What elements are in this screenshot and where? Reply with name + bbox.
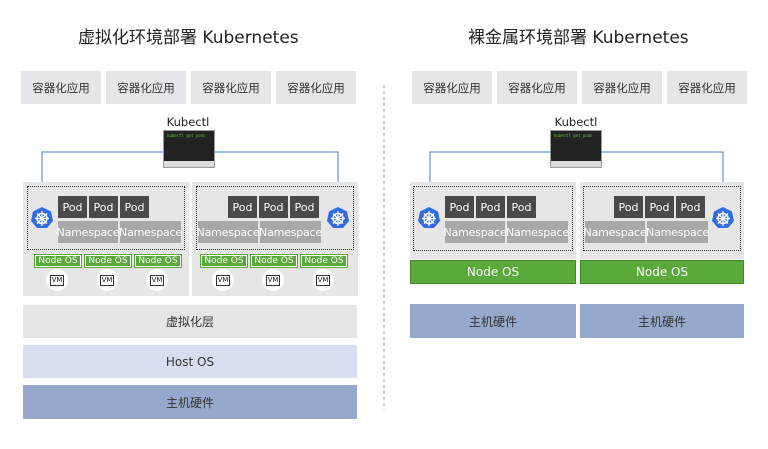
- right-terminal-text: kubectl get pods: [554, 133, 593, 138]
- host-os-layer: Host OS: [23, 345, 357, 378]
- right-app-4: 容器化应用: [667, 71, 747, 104]
- right-terminal-bar: [551, 161, 601, 167]
- namespace: Namespace: [57, 221, 120, 243]
- pod: Pod: [89, 196, 118, 218]
- vm-label: VM: [215, 274, 231, 286]
- right-app-1: 容器化应用: [412, 71, 492, 104]
- left-terminal-text: kubectl get pods: [167, 133, 206, 138]
- pod: Pod: [676, 196, 705, 218]
- right-hardware-1: 主机硬件: [410, 304, 576, 338]
- node-os-badge: Node OS: [250, 254, 298, 268]
- left-app-2: 容器化应用: [106, 71, 186, 104]
- left-app-4: 容器化应用: [276, 71, 356, 104]
- namespace: Namespace: [259, 221, 322, 243]
- node-os-badge: Node OS: [300, 254, 348, 268]
- node-os-badge: Node OS: [134, 254, 182, 268]
- node-os-badge: Node OS: [34, 254, 82, 268]
- right-title: 裸金属环境部署 Kubernetes: [468, 28, 689, 48]
- pod: Pod: [445, 196, 474, 218]
- kubernetes-icon: [418, 207, 440, 228]
- pod: Pod: [259, 196, 288, 218]
- left-app-3: 容器化应用: [191, 71, 271, 104]
- node-os-bar: Node OS: [410, 260, 576, 284]
- node-os-bar: Node OS: [580, 260, 744, 284]
- left-app-1: 容器化应用: [21, 71, 101, 104]
- left-kubectl-label: Kubectl: [166, 115, 210, 129]
- vm-icon: VM: [312, 269, 334, 291]
- vm-icon: VM: [46, 269, 68, 291]
- virtualization-layer: 虚拟化层: [23, 305, 357, 338]
- left-node-1-dotted: [27, 186, 185, 250]
- right-app-3: 容器化应用: [582, 71, 662, 104]
- vm-icon: VM: [96, 269, 118, 291]
- namespace: Namespace: [584, 221, 647, 243]
- node-os-badge: Node OS: [200, 254, 248, 268]
- kubernetes-icon: [327, 207, 349, 228]
- vm-label: VM: [99, 274, 115, 286]
- right-node-1-dotted: [413, 186, 573, 251]
- left-terminal-bar: [164, 161, 214, 167]
- kubernetes-icon: [31, 207, 53, 228]
- namespace: Namespace: [197, 221, 260, 243]
- pod: Pod: [58, 196, 87, 218]
- vm-label: VM: [49, 274, 65, 286]
- pod: Pod: [645, 196, 674, 218]
- pod: Pod: [120, 196, 149, 218]
- node-os-badge: Node OS: [84, 254, 132, 268]
- vm-icon: VM: [212, 269, 234, 291]
- right-hardware-2: 主机硬件: [580, 304, 744, 338]
- pod: Pod: [228, 196, 257, 218]
- left-hardware-layer: 主机硬件: [23, 385, 357, 419]
- vm-label: VM: [265, 274, 281, 286]
- left-terminal-window: kubectl get pods: [163, 130, 215, 168]
- vm-label: VM: [149, 274, 165, 286]
- right-kubectl-label: Kubectl: [554, 115, 598, 129]
- namespace: Namespace: [506, 221, 569, 243]
- pod: Pod: [507, 196, 536, 218]
- namespace: Namespace: [646, 221, 709, 243]
- vm-icon: VM: [262, 269, 284, 291]
- namespace: Namespace: [119, 221, 182, 243]
- right-terminal-window: kubectl get pods: [550, 130, 602, 168]
- pod: Pod: [290, 196, 319, 218]
- right-node-2-dotted: [583, 186, 741, 251]
- vm-label: VM: [315, 274, 331, 286]
- vm-icon: VM: [146, 269, 168, 291]
- namespace: Namespace: [444, 221, 507, 243]
- pod: Pod: [614, 196, 643, 218]
- right-app-2: 容器化应用: [497, 71, 577, 104]
- left-node-2-dotted: [196, 186, 354, 250]
- kubernetes-icon: [712, 207, 734, 228]
- left-title: 虚拟化环境部署 Kubernetes: [78, 28, 299, 48]
- pod: Pod: [476, 196, 505, 218]
